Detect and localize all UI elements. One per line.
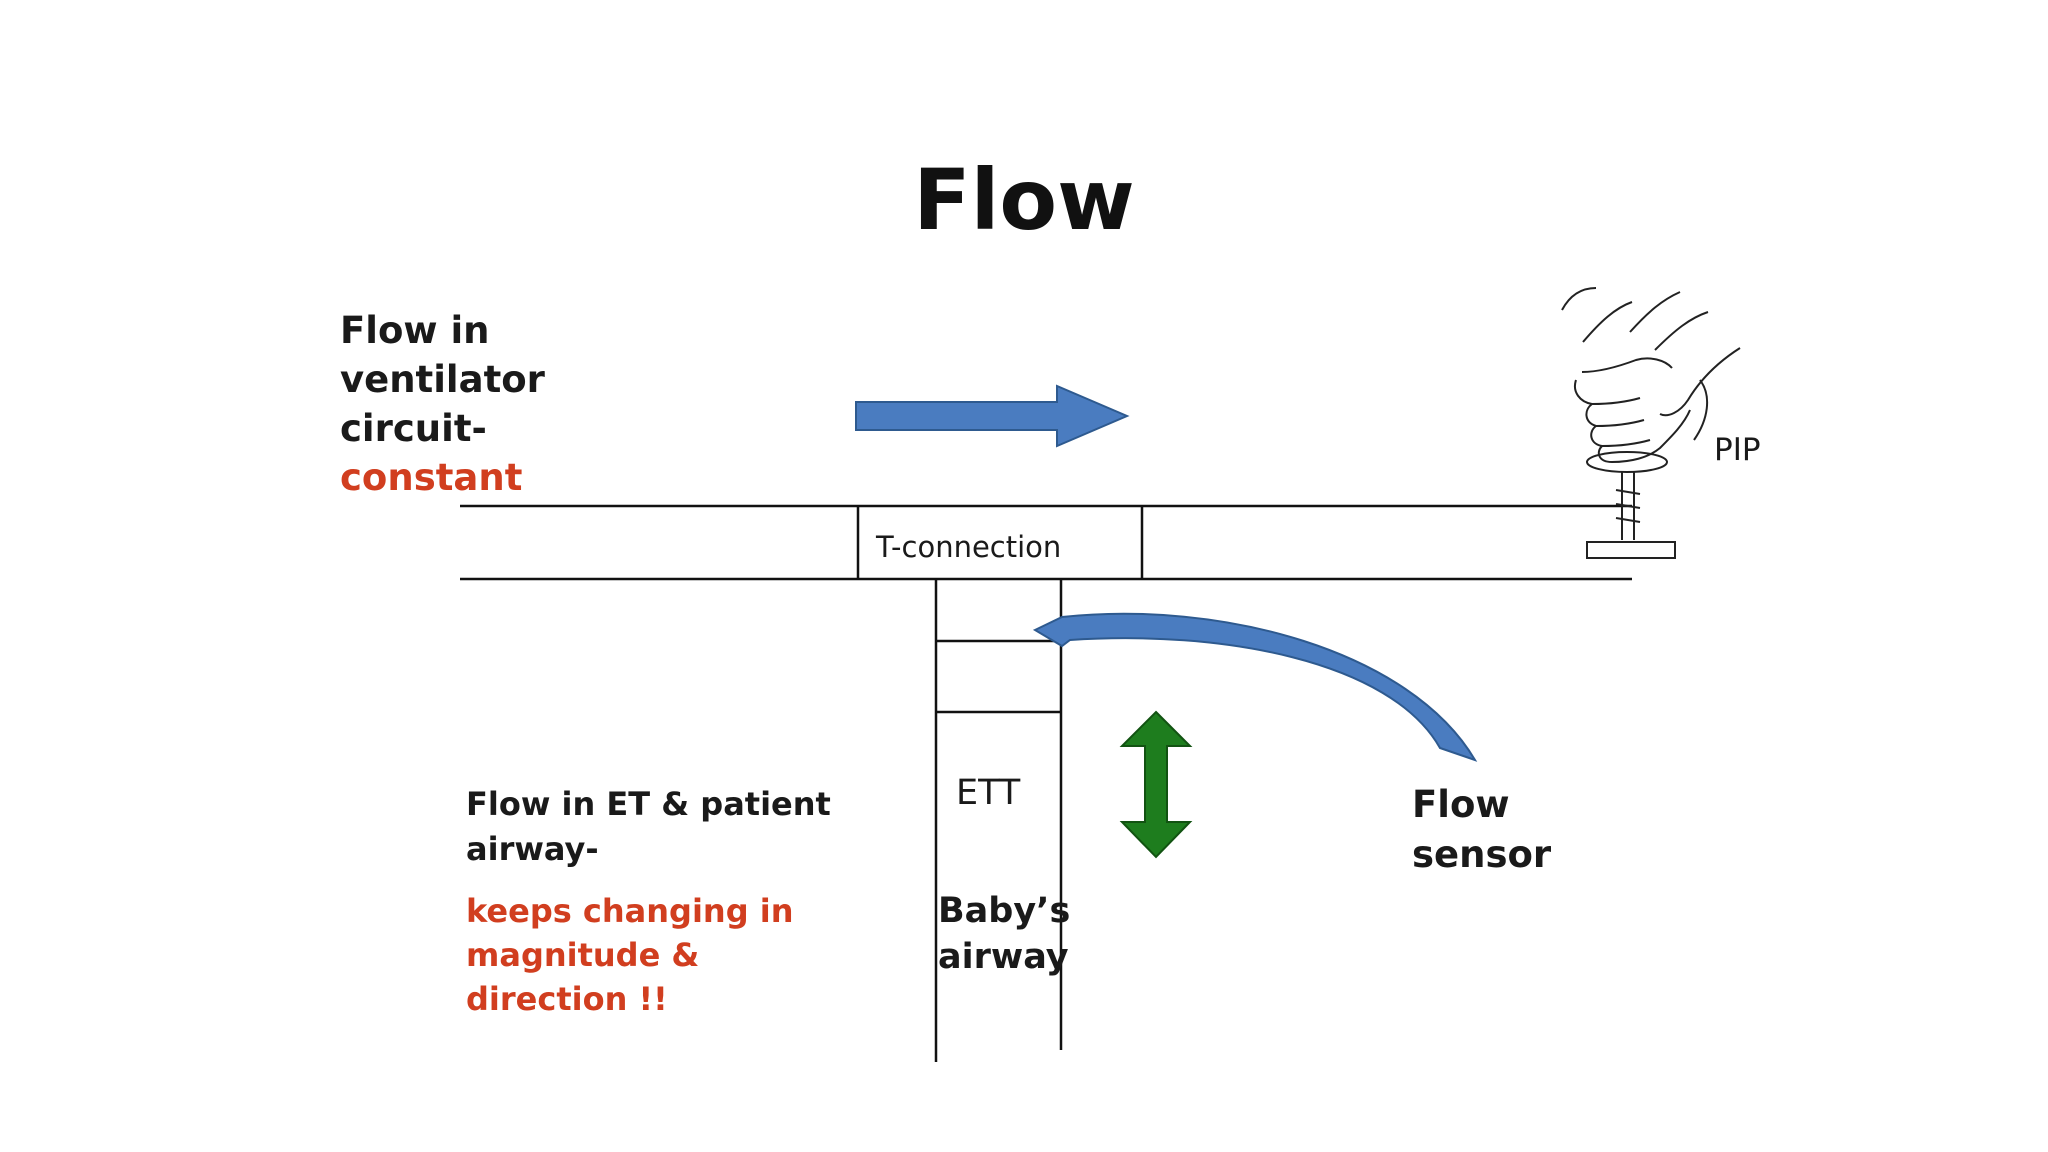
right-arrow-icon	[855, 384, 1130, 448]
ett-tube	[934, 579, 1063, 1062]
changing-line2: magnitude &	[466, 936, 700, 974]
curved-arrow-icon	[1032, 612, 1478, 762]
circuit-tube	[460, 504, 1632, 581]
circuit-flow-line3: circuit-	[340, 407, 487, 450]
babys-airway-line1: Baby’s	[938, 891, 1071, 931]
changing-flow-label: keeps changing in magnitude & direction …	[466, 889, 794, 1021]
ett-label: ETT	[956, 773, 1021, 813]
changing-line3: direction !!	[466, 980, 668, 1018]
patient-flow-line1: Flow in ET & patient	[466, 785, 831, 823]
pip-label: PIP	[1714, 432, 1761, 468]
up-down-arrow-icon	[1119, 710, 1193, 859]
t-connection-label: T-connection	[876, 530, 1062, 564]
circuit-flow-label: Flow in ventilator circuit- constant	[340, 306, 545, 502]
circuit-flow-constant: constant	[340, 456, 523, 499]
patient-flow-label: Flow in ET & patient airway-	[466, 782, 831, 872]
flow-sensor-line2: sensor	[1412, 833, 1552, 876]
flow-sensor-line1: Flow	[1412, 783, 1510, 826]
babys-airway-line2: airway	[938, 937, 1069, 977]
circuit-flow-line2: ventilator	[340, 358, 545, 401]
changing-line1: keeps changing in	[466, 892, 794, 930]
flow-sensor-label: Flow sensor	[1412, 780, 1551, 880]
circuit-flow-line1: Flow in	[340, 309, 490, 352]
t-connection-box	[856, 506, 1144, 579]
page-title: Flow	[913, 151, 1135, 249]
hand-squeezing-bag-icon	[1561, 287, 1741, 559]
patient-flow-line2: airway-	[466, 830, 599, 868]
babys-airway-label: Baby’s airway	[938, 888, 1070, 980]
